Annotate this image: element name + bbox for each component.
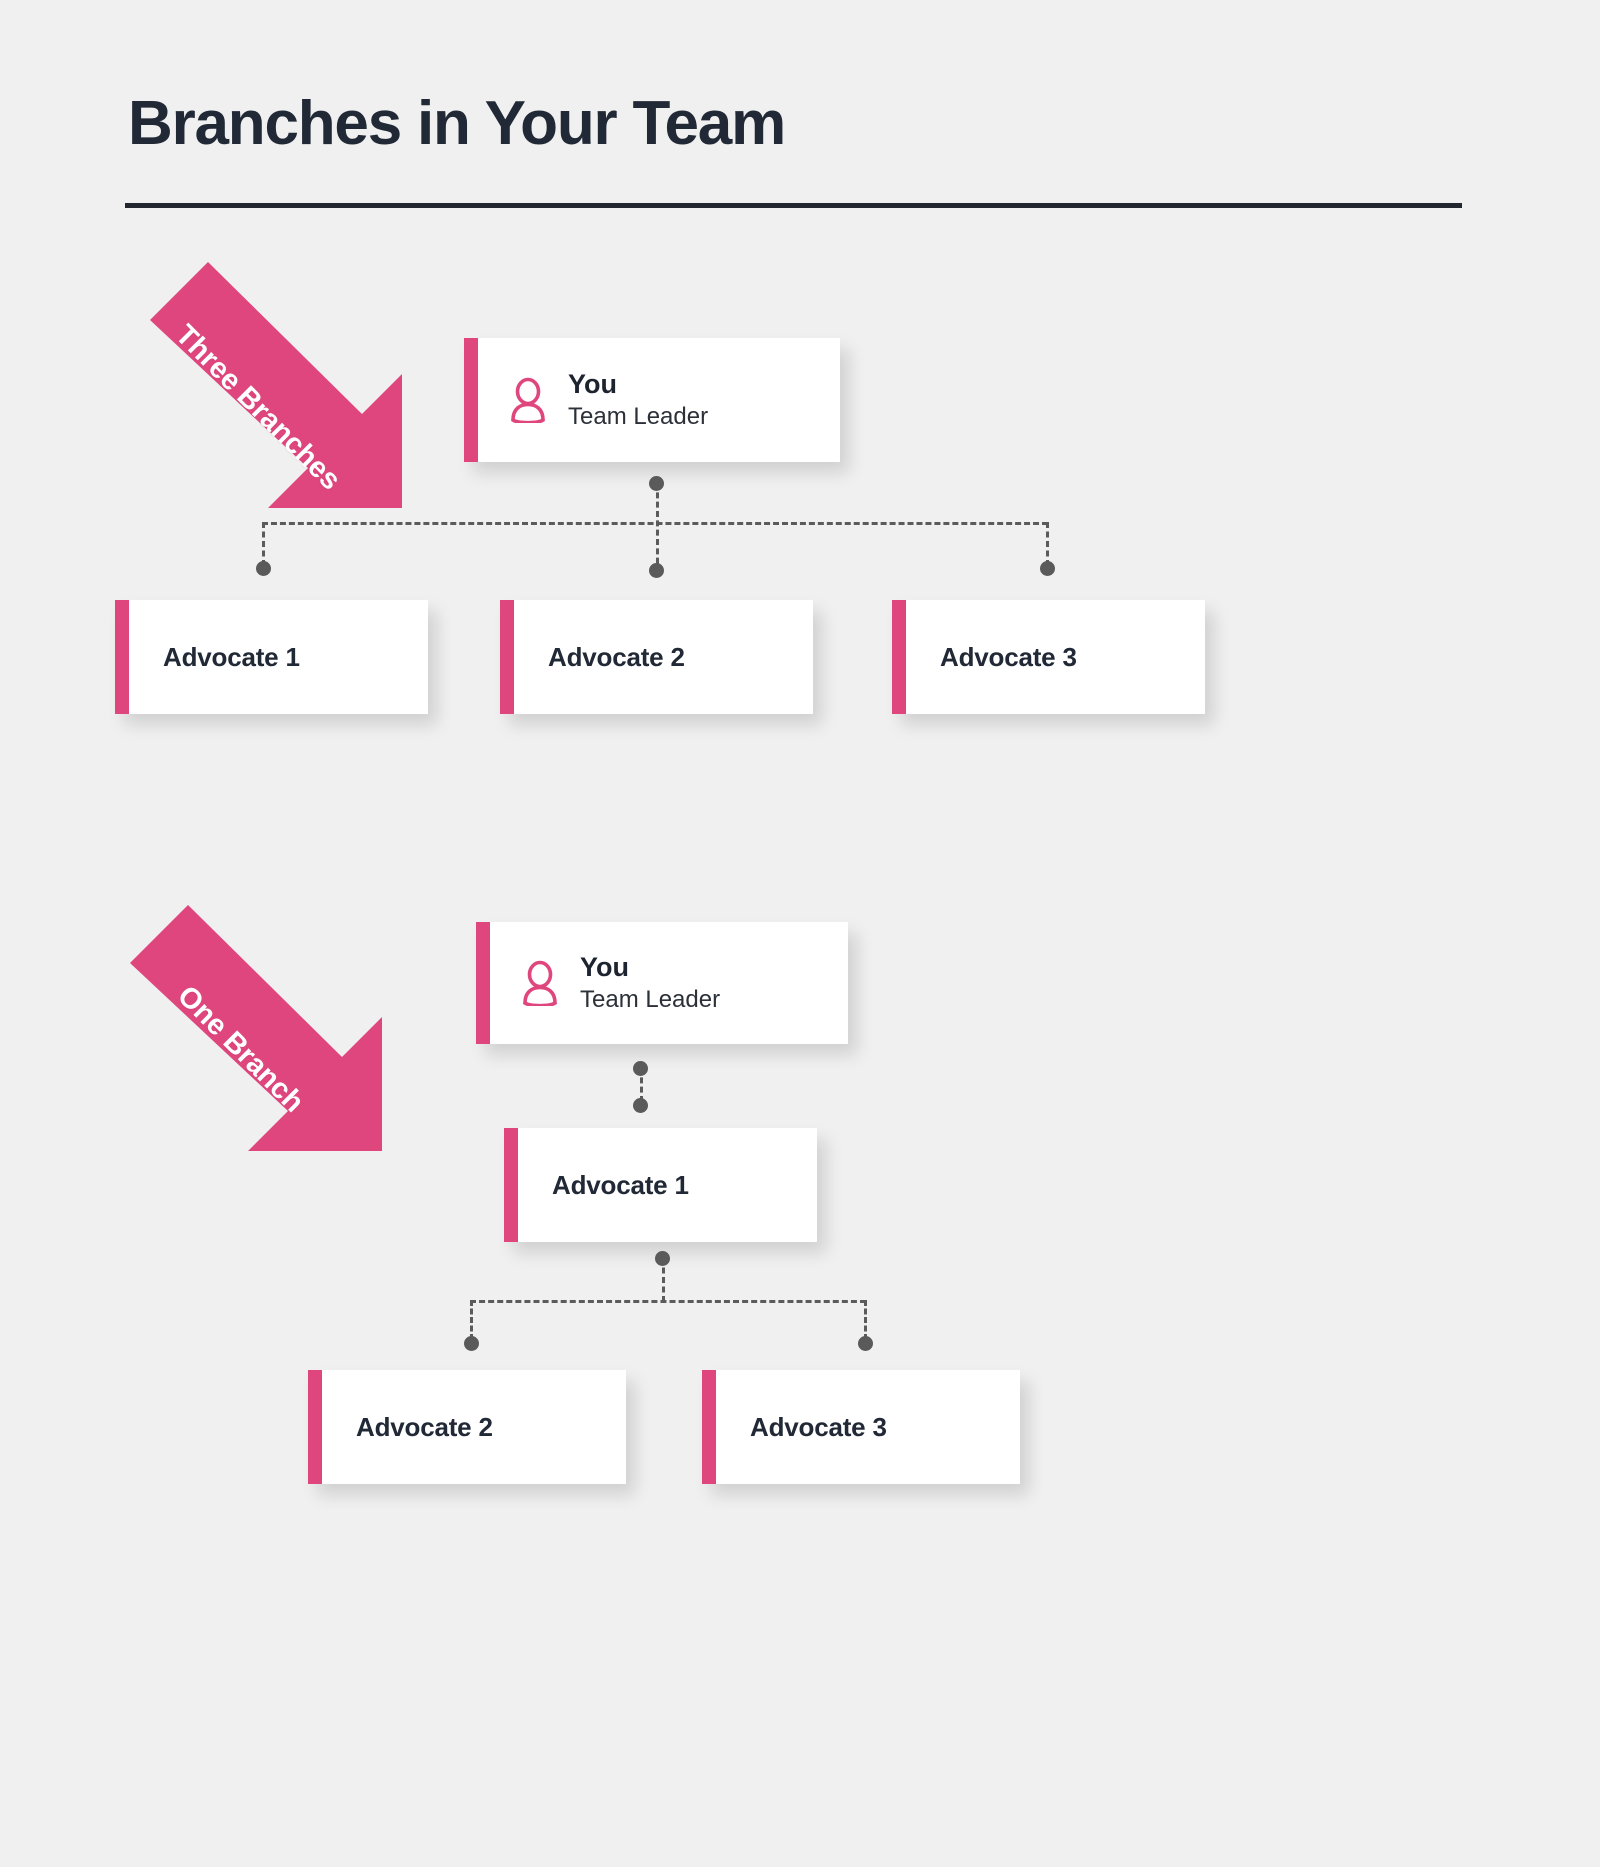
advocate-label: Advocate 2 (356, 1411, 493, 1442)
advocate-card-1-nested[interactable]: Advocate 1 (504, 1128, 817, 1242)
leader-card-one-branch[interactable]: You Team Leader (476, 922, 848, 1044)
connector-drop-left-2 (470, 1300, 473, 1340)
card-accent-bar (464, 338, 478, 462)
person-icon (518, 960, 562, 1008)
connector-dot-advocate2 (464, 1336, 479, 1351)
advocate-card-2[interactable]: Advocate 2 (500, 600, 813, 714)
advocate-card-3[interactable]: Advocate 3 (892, 600, 1205, 714)
card-accent-bar (115, 600, 129, 714)
card-accent-bar (892, 600, 906, 714)
connector-stem-leader-2 (640, 1068, 643, 1102)
connector-drop-right (1046, 522, 1049, 566)
card-accent-bar (500, 600, 514, 714)
leader-role: Team Leader (580, 986, 721, 1014)
advocate-card-2-nested[interactable]: Advocate 2 (308, 1370, 626, 1484)
connector-bus-2 (470, 1300, 866, 1303)
connector-bus (262, 522, 1048, 525)
card-body: Advocate 1 (518, 1128, 817, 1242)
connector-stem-advocate1 (662, 1258, 665, 1302)
card-accent-bar (308, 1370, 322, 1484)
leader-card-three-branches[interactable]: You Team Leader (464, 338, 840, 462)
leader-name: You (580, 951, 629, 982)
advocate-card-3-nested[interactable]: Advocate 3 (702, 1370, 1020, 1484)
title-divider (125, 203, 1462, 208)
card-accent-bar (504, 1128, 518, 1242)
one-branch-arrow: One Branch (130, 905, 460, 1155)
card-body: Advocate 3 (906, 600, 1205, 714)
card-accent-bar (476, 922, 490, 1044)
card-body: Advocate 3 (716, 1370, 1020, 1484)
connector-dot-left-child (256, 561, 271, 576)
connector-stem-leader (656, 483, 659, 573)
three-branches-arrow: Three Branches (150, 262, 480, 512)
leader-name: You (568, 368, 617, 399)
advocate-card-1[interactable]: Advocate 1 (115, 600, 428, 714)
connector-dot-right-child (1040, 561, 1055, 576)
card-body: Advocate 1 (129, 600, 428, 714)
card-body: Advocate 2 (514, 600, 813, 714)
connector-dot-advocate3 (858, 1336, 873, 1351)
advocate-label: Advocate 2 (548, 641, 685, 672)
advocate-label: Advocate 1 (163, 641, 300, 672)
person-icon (506, 377, 550, 425)
card-body: You Team Leader (478, 338, 840, 462)
page-title: Branches in Your Team (128, 89, 786, 158)
connector-dot-advocate1 (633, 1098, 648, 1113)
card-body: You Team Leader (490, 922, 848, 1044)
card-body: Advocate 2 (322, 1370, 626, 1484)
advocate-label: Advocate 3 (750, 1411, 887, 1442)
advocate-label: Advocate 3 (940, 641, 1077, 672)
leader-role: Team Leader (568, 403, 709, 431)
connector-dot-center-child (649, 563, 664, 578)
connector-drop-right-2 (864, 1300, 867, 1340)
card-accent-bar (702, 1370, 716, 1484)
connector-drop-left (262, 522, 265, 566)
advocate-label: Advocate 1 (552, 1169, 689, 1200)
